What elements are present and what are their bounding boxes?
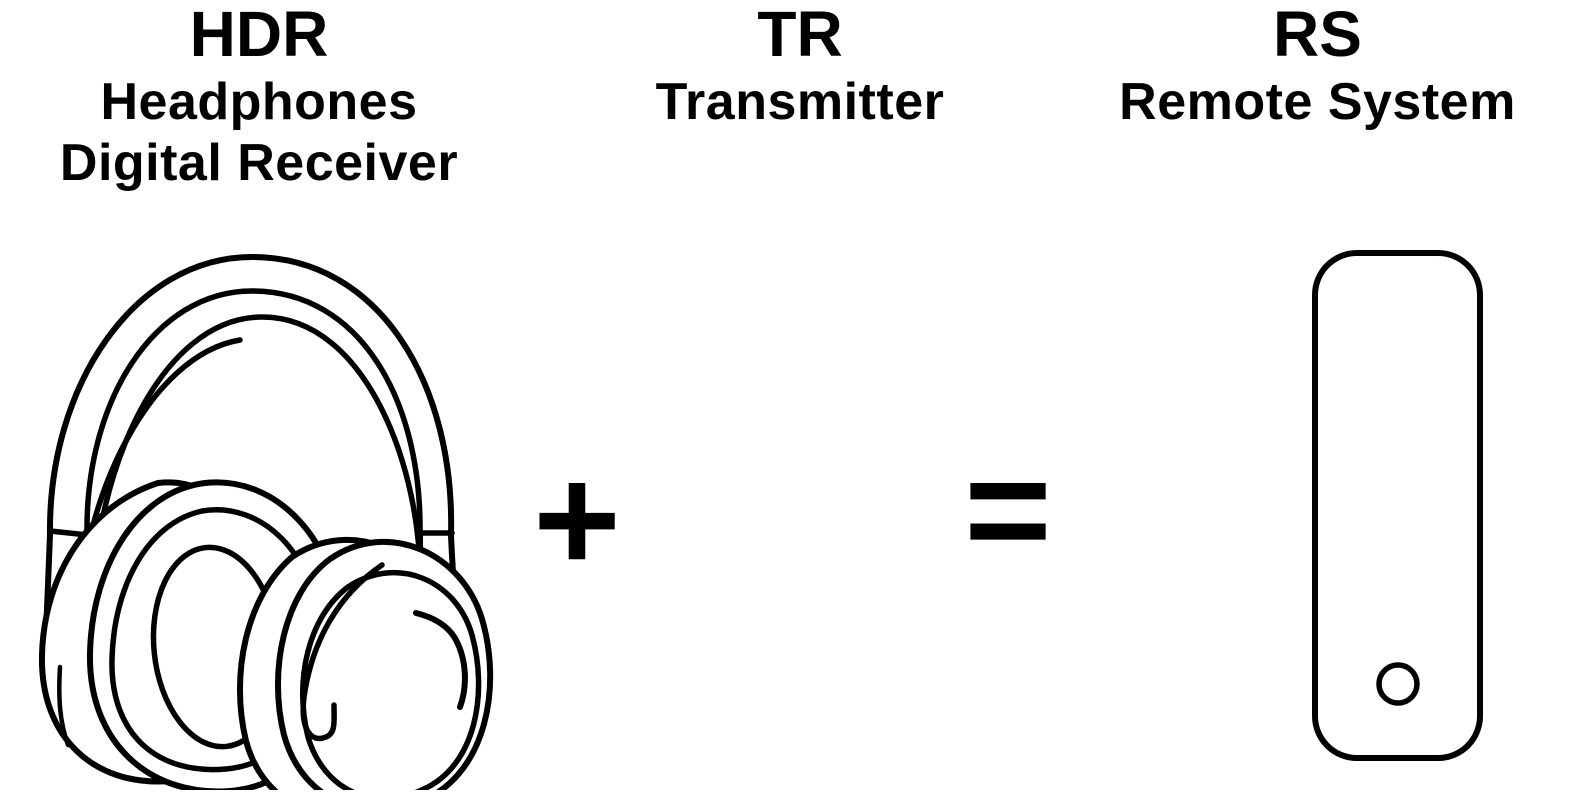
tr-code-label: TR [757, 0, 843, 70]
over-ear-headphones-icon [30, 235, 510, 790]
rs-labels: RS Remote System [1048, 0, 1579, 128]
equals-sign-icon: = [964, 425, 1052, 593]
rs-desc-line-1: Remote System [1119, 73, 1516, 131]
transmitter-dongle-icon [1290, 240, 1505, 770]
rs-code-label: RS [1273, 0, 1362, 70]
tr-labels: TR Transmitter [600, 0, 1000, 128]
hdr-desc-line-1: Headphones [100, 73, 418, 131]
rs-group: RS Remote System [1040, 0, 1579, 800]
hdr-desc-line-2: Digital Receiver [59, 134, 459, 192]
tr-group: TR Transmitter [600, 0, 1483, 800]
hdr-code-label: HDR [189, 0, 329, 70]
hdr-group: HDR Headphones Digital Receiver [0, 0, 530, 800]
hdr-labels: HDR Headphones Digital Receiver [0, 0, 524, 189]
tr-desc-line-1: Transmitter [655, 73, 945, 131]
plus-sign-icon: + [533, 435, 621, 603]
